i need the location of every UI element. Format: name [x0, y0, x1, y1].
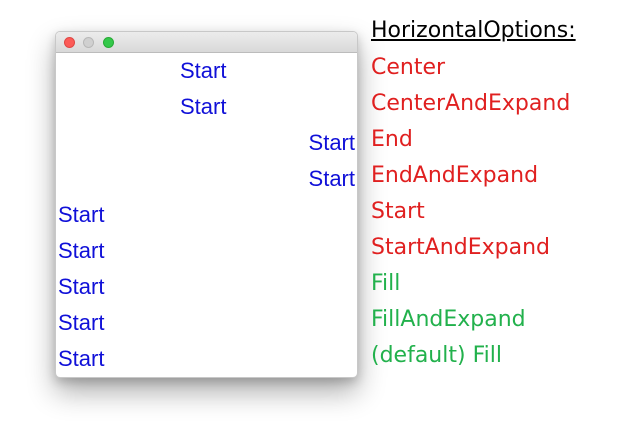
- minimize-button[interactable]: [83, 37, 94, 48]
- option-label-center-and-expand: CenterAndExpand: [371, 91, 571, 116]
- label-row-end-and-expand: Start: [56, 161, 357, 197]
- option-label-start-and-expand: StartAndExpand: [371, 235, 550, 260]
- label-row-fill-and-expand: Start: [56, 305, 357, 341]
- option-label-fill-and-expand: FillAndExpand: [371, 307, 526, 332]
- label-row-start-and-expand: Start: [56, 233, 357, 269]
- label-row-center: Start: [56, 53, 357, 89]
- label-row-fill: Start: [56, 269, 357, 305]
- start-label: Start: [58, 238, 105, 263]
- option-label-start: Start: [371, 199, 425, 224]
- option-label-center: Center: [371, 55, 446, 80]
- label-row-default-fill: Start: [56, 341, 357, 377]
- label-row-start: Start: [56, 197, 357, 233]
- option-label-end: End: [371, 127, 413, 152]
- label-row-center-and-expand: Start: [56, 89, 357, 125]
- start-label: Start: [58, 310, 105, 335]
- window-content: Start Start Start Start Start Start Star…: [56, 53, 357, 377]
- start-label: Start: [58, 346, 105, 371]
- option-label-default-fill: (default) Fill: [371, 343, 502, 368]
- zoom-button[interactable]: [103, 37, 114, 48]
- app-window: Start Start Start Start Start Start Star…: [55, 31, 358, 378]
- start-label: Start: [58, 202, 105, 227]
- title-bar[interactable]: [56, 32, 357, 53]
- option-label-end-and-expand: EndAndExpand: [371, 163, 539, 188]
- start-label: Start: [58, 274, 105, 299]
- start-label: Start: [308, 166, 355, 191]
- label-row-end: Start: [56, 125, 357, 161]
- legend-heading: HorizontalOptions:: [371, 18, 576, 43]
- close-button[interactable]: [64, 37, 75, 48]
- start-label: Start: [308, 130, 355, 155]
- start-label: Start: [180, 94, 227, 119]
- start-label: Start: [180, 58, 227, 83]
- option-label-fill: Fill: [371, 271, 401, 296]
